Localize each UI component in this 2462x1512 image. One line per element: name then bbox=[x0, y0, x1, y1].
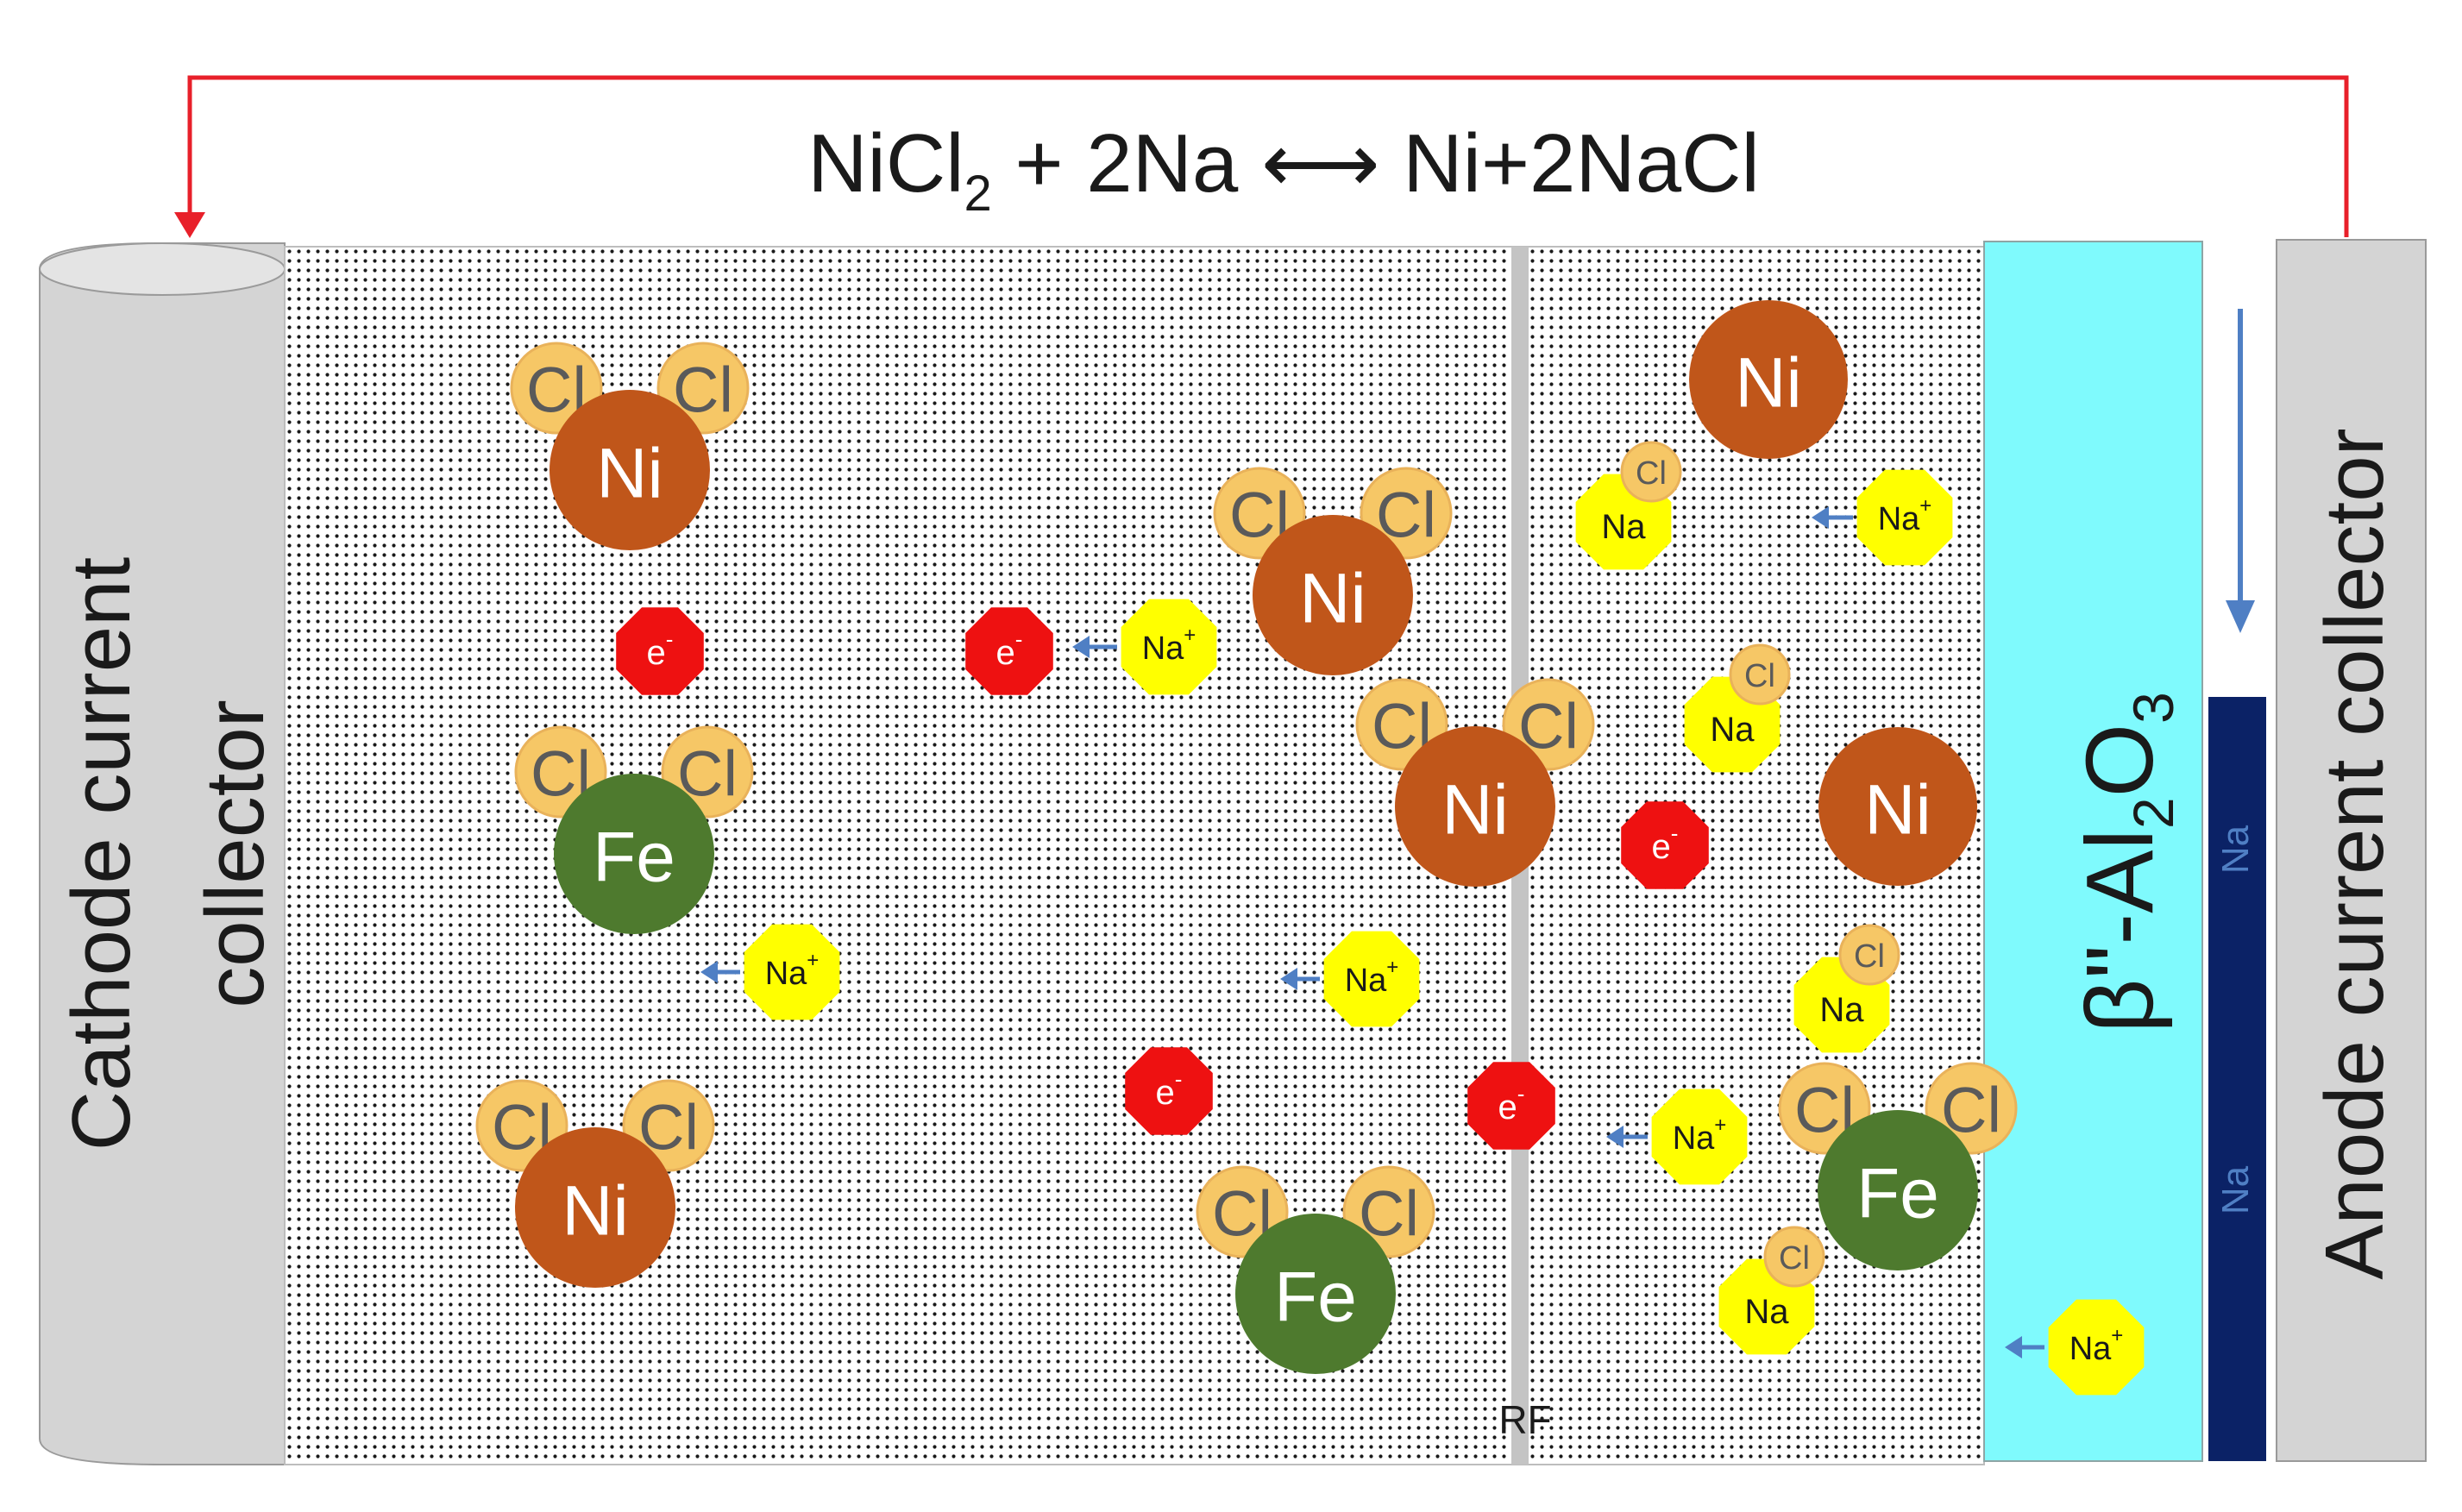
sodium-ion-label: Na+ bbox=[1878, 494, 1932, 538]
nickel-atom bbox=[1395, 726, 1555, 887]
electron-label: e- bbox=[1498, 1081, 1525, 1126]
sodium-ion-label: Na+ bbox=[2069, 1324, 2124, 1368]
sodium-ion-marker bbox=[1323, 931, 1420, 1027]
iron-atom bbox=[1235, 1214, 1396, 1374]
electron: e- bbox=[616, 607, 704, 695]
chlorine-atom bbox=[1729, 643, 1791, 706]
nickel-atom bbox=[1689, 300, 1848, 459]
sodium-label: Na bbox=[1819, 991, 1864, 1029]
sodium-ion: Na+ bbox=[1812, 469, 1953, 566]
sodium-ion: Na+ bbox=[700, 924, 840, 1020]
electron-marker bbox=[1621, 801, 1709, 889]
chlorine-atom bbox=[1620, 441, 1682, 503]
electron-label: e- bbox=[996, 626, 1023, 672]
sodium-ion-label: Na+ bbox=[1673, 1114, 1727, 1158]
sodium-ion-marker bbox=[1121, 599, 1217, 695]
sodium-label: Na bbox=[1710, 711, 1755, 749]
sodium-chloride: Na Cl bbox=[1575, 441, 1682, 570]
electron-marker bbox=[616, 607, 704, 695]
chlorine-atom bbox=[1763, 1226, 1825, 1288]
nickel-label: Ni bbox=[1441, 771, 1508, 850]
sodium-ion-label: Na+ bbox=[1345, 956, 1399, 1000]
electron: e- bbox=[1621, 801, 1709, 889]
iron-atom bbox=[554, 774, 714, 934]
anode-label: Anode current collector bbox=[2308, 428, 2401, 1279]
chlorine-label: Cl bbox=[1636, 455, 1667, 492]
reaction-equation: NiCl2 + 2Na ⟷ Ni+2NaCl bbox=[807, 117, 1760, 222]
sodium-ion-label: Na+ bbox=[765, 949, 820, 993]
ion-arrowhead bbox=[1072, 636, 1090, 658]
electron: e- bbox=[1467, 1062, 1555, 1150]
iron-label: Fe bbox=[1856, 1155, 1939, 1233]
electron-marker bbox=[1467, 1062, 1555, 1150]
chlorine-label: Cl bbox=[1854, 938, 1885, 975]
electron: e- bbox=[965, 607, 1053, 695]
nickel-particle: Ni bbox=[1818, 727, 1977, 886]
ion-arrowhead bbox=[1280, 968, 1297, 990]
nickel-label: Ni bbox=[1864, 771, 1931, 850]
sodium-ion: Na+ bbox=[1606, 1089, 1748, 1185]
nickel-label: Ni bbox=[562, 1172, 628, 1251]
beta-alumina-electrolyte bbox=[1983, 241, 2203, 1462]
iron-label: Fe bbox=[1274, 1258, 1357, 1337]
ion-arrowhead bbox=[2005, 1336, 2022, 1358]
ion-arrowhead bbox=[700, 961, 718, 983]
electron-marker bbox=[1125, 1047, 1213, 1135]
sodium-anode-strip bbox=[2208, 697, 2266, 1461]
sodium-ion-marker bbox=[1651, 1089, 1748, 1185]
nickel-label: Ni bbox=[596, 435, 663, 513]
sodium-ion-marker bbox=[2048, 1299, 2145, 1396]
sodium-ion-marker bbox=[744, 924, 840, 1020]
electrolyte-label: β"-Al2O3 bbox=[2067, 692, 2185, 1033]
nickel-atom bbox=[1818, 727, 1977, 886]
nickel-particle: Ni bbox=[1689, 300, 1848, 459]
ion-arrowhead bbox=[1606, 1126, 1624, 1148]
ion-arrowhead bbox=[1812, 506, 1829, 529]
sodium-chloride: Na Cl bbox=[1793, 924, 1900, 1053]
sodium-flow-arrowhead bbox=[2226, 600, 2255, 633]
cathode-current-collector: Cathode current collector bbox=[39, 242, 286, 1465]
sodium-ion-label: Na+ bbox=[1142, 624, 1196, 668]
nickel-label: Ni bbox=[1299, 560, 1366, 638]
circuit-arrowhead bbox=[174, 212, 205, 238]
electron: e- bbox=[1125, 1047, 1213, 1135]
electron-label: e- bbox=[1156, 1066, 1183, 1112]
chlorine-atom bbox=[1838, 924, 1900, 986]
sodium-label: Na bbox=[1744, 1293, 1789, 1331]
iron-atom bbox=[1818, 1110, 1978, 1270]
cathode-label-line1: Cathode current bbox=[55, 557, 148, 1151]
sodium-chloride: Na Cl bbox=[1684, 643, 1791, 773]
iron-label: Fe bbox=[593, 819, 675, 897]
electron-label: e- bbox=[1652, 820, 1679, 866]
chlorine-label: Cl bbox=[1744, 658, 1775, 694]
anode-current-collector bbox=[2276, 239, 2427, 1462]
nickel-atom bbox=[550, 390, 710, 550]
sodium-label: Na bbox=[1601, 508, 1646, 546]
sodium-ion: Na+ bbox=[1280, 931, 1420, 1027]
nickel-label: Ni bbox=[1735, 344, 1801, 423]
sodium-chloride: Na Cl bbox=[1718, 1226, 1825, 1355]
nickel-atom bbox=[1253, 515, 1413, 675]
sodium-ion-marker bbox=[1856, 469, 1953, 566]
cathode-label-line2: collector bbox=[189, 700, 281, 1007]
sodium-ion: Na+ bbox=[1072, 599, 1217, 695]
sodium-strip-label-bottom: Na bbox=[2214, 1165, 2257, 1214]
sodium-strip-label-top: Na bbox=[2214, 825, 2257, 874]
external-circuit-wire bbox=[187, 75, 2349, 237]
nickel-atom bbox=[515, 1127, 675, 1288]
electron-marker bbox=[965, 607, 1053, 695]
chlorine-label: Cl bbox=[1779, 1240, 1810, 1277]
reaction-front-label: RF bbox=[1498, 1397, 1551, 1442]
electron-label: e- bbox=[647, 626, 674, 672]
sodium-ion: Na+ bbox=[2005, 1299, 2145, 1396]
